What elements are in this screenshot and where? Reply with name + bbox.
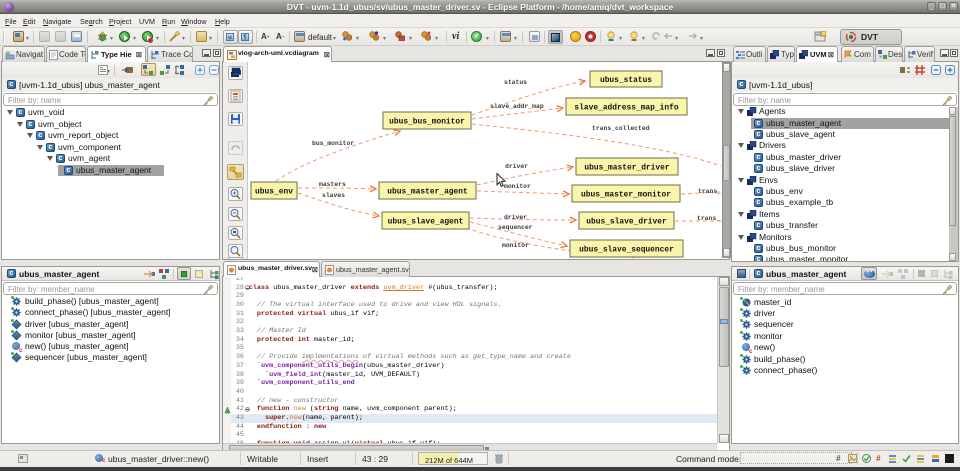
svg-text:slave_address_map_info: slave_address_map_info xyxy=(574,104,678,113)
svg-text:sequencer: sequencer xyxy=(498,224,533,231)
svg-text:status: status xyxy=(504,79,527,86)
svg-text:ubus_slave_agent: ubus_slave_agent xyxy=(388,218,464,227)
svg-text:masters: masters xyxy=(319,181,346,188)
svg-text:ubus_slave_driver: ubus_slave_driver xyxy=(586,218,667,227)
svg-text:ubus_slave_sequencer: ubus_slave_sequencer xyxy=(579,246,674,255)
svg-text:driver: driver xyxy=(504,214,527,221)
svg-text:ubus_env: ubus_env xyxy=(255,188,293,197)
svg-text:ubus_master_driver: ubus_master_driver xyxy=(584,164,669,173)
svg-text:slaves: slaves xyxy=(322,192,345,199)
svg-text:bus_monitor: bus_monitor xyxy=(312,140,354,147)
svg-text:slave_addr_map: slave_addr_map xyxy=(490,103,544,110)
svg-text:monitor: monitor xyxy=(502,242,529,249)
svg-text:ubus_bus_monitor: ubus_bus_monitor xyxy=(389,118,465,127)
svg-text:trans_collected: trans_collected xyxy=(592,125,650,132)
svg-text:trans_: trans_ xyxy=(697,215,720,222)
svg-text:driver: driver xyxy=(505,163,528,170)
svg-text:monitor: monitor xyxy=(504,183,531,190)
svg-text:ubus_master_agent: ubus_master_agent xyxy=(387,188,468,197)
svg-text:trans_: trans_ xyxy=(698,188,721,195)
svg-text:ubus_status: ubus_status xyxy=(600,76,652,85)
svg-text:ubus_master_monitor: ubus_master_monitor xyxy=(581,191,671,200)
